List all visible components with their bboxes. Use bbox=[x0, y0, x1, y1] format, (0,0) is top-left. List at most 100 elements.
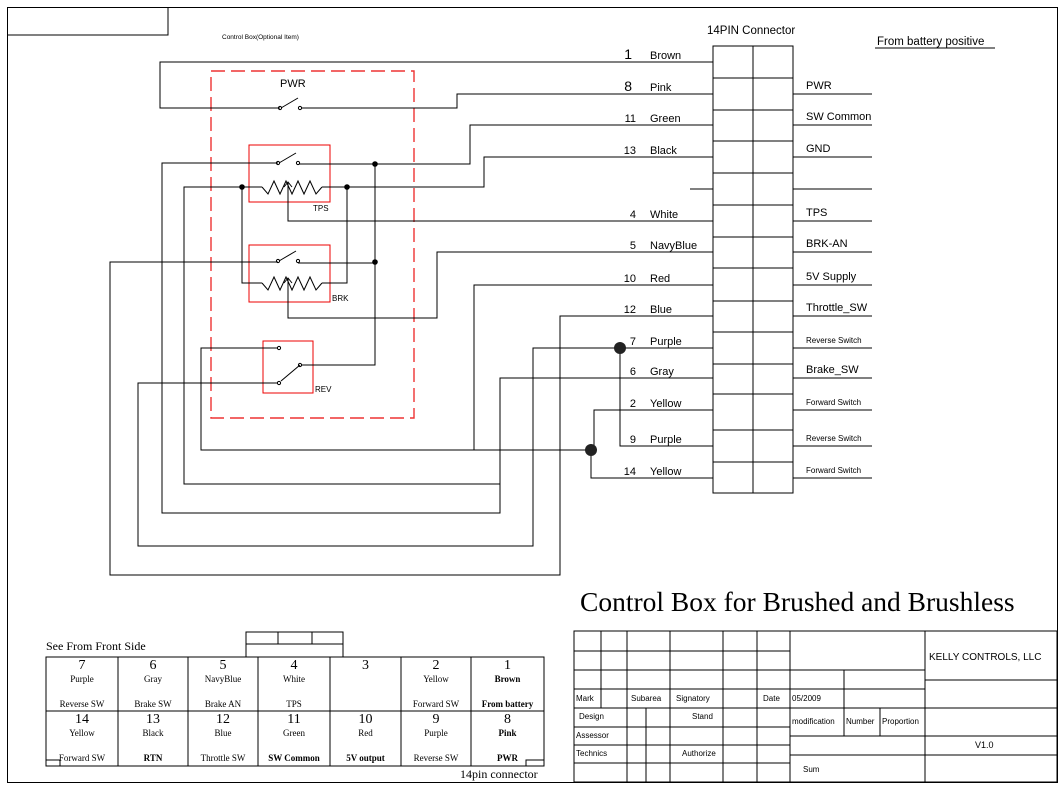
front-pin-number: 5 bbox=[220, 658, 227, 673]
rev-switch-symbol bbox=[276, 345, 303, 386]
brk-switch-symbol bbox=[275, 250, 301, 264]
tps-box bbox=[248, 144, 331, 203]
signal-label: PWR bbox=[806, 80, 832, 92]
front-pin-color: White bbox=[283, 674, 305, 684]
version-label: V1.0 bbox=[975, 740, 994, 750]
tps-potentiometer-symbol bbox=[261, 179, 323, 205]
pin-number: 5 bbox=[630, 240, 636, 252]
tb-modification: modification bbox=[792, 717, 835, 726]
front-caption: See From Front Side bbox=[46, 639, 146, 653]
front-pin-number: 10 bbox=[359, 712, 373, 727]
pin-color: Red bbox=[650, 273, 670, 285]
signal-label: 5V Supply bbox=[806, 271, 857, 283]
pin-color: NavyBlue bbox=[650, 240, 697, 252]
front-footer: 14pin connector bbox=[460, 767, 538, 781]
corner-tab bbox=[8, 8, 169, 36]
rev-box bbox=[262, 340, 314, 394]
front-pin-number: 6 bbox=[150, 658, 157, 673]
tb-date-value: 05/2009 bbox=[792, 694, 821, 703]
front-pin-color: Purple bbox=[424, 728, 448, 738]
front-pin-number: 12 bbox=[216, 712, 230, 727]
front-pin-number: 8 bbox=[504, 712, 511, 727]
tb-stand: Stand bbox=[692, 712, 713, 721]
front-pin-color: Red bbox=[358, 728, 373, 738]
front-pin-function: From battery bbox=[482, 699, 534, 709]
pin-number: 4 bbox=[630, 209, 636, 221]
front-pin-number: 13 bbox=[146, 712, 160, 727]
pin-number: 2 bbox=[630, 398, 636, 410]
pin-color: White bbox=[650, 209, 678, 221]
pin-color: Blue bbox=[650, 304, 672, 316]
front-pin-color: Gray bbox=[144, 674, 162, 684]
front-pin-color: Blue bbox=[215, 728, 232, 738]
pwr-switch-symbol bbox=[277, 97, 303, 111]
tb-authorize: Authorize bbox=[682, 749, 716, 758]
control-box-outline bbox=[210, 70, 415, 419]
tb-subarea: Subarea bbox=[631, 694, 662, 703]
front-pin-number: 14 bbox=[75, 712, 89, 727]
brk-box bbox=[248, 244, 331, 303]
pin-color: Pink bbox=[650, 82, 672, 94]
front-pin-color: Yellow bbox=[69, 728, 95, 738]
signal-label: SW Common bbox=[806, 111, 871, 123]
tps-switch-symbol bbox=[275, 152, 301, 166]
pin-number: 6 bbox=[630, 366, 636, 378]
pin-color: Yellow bbox=[650, 398, 681, 410]
front-pin-number: 3 bbox=[362, 658, 369, 673]
tb-design: Design bbox=[579, 712, 604, 721]
pin-number: 8 bbox=[624, 78, 632, 94]
pin-color: Gray bbox=[650, 366, 674, 378]
front-pin-function: PWR bbox=[497, 753, 518, 763]
title-block bbox=[573, 630, 1058, 783]
signal-label: Forward Switch bbox=[806, 466, 861, 475]
signal-label: Throttle_SW bbox=[806, 302, 868, 314]
brk-potentiometer-symbol bbox=[261, 275, 323, 300]
tb-number: Number bbox=[846, 717, 875, 726]
front-pin-function: Forward SW bbox=[413, 699, 460, 709]
connector-title: 14PIN Connector bbox=[707, 25, 795, 37]
front-pin-function: Reverse SW bbox=[60, 699, 105, 709]
front-pin-function: 5V output bbox=[346, 753, 385, 763]
front-pin-number: 7 bbox=[79, 658, 86, 673]
sheet-border bbox=[7, 7, 1058, 783]
control-box-label: Control Box(Optional Item) bbox=[222, 34, 299, 41]
front-pin-color: Black bbox=[143, 728, 164, 738]
junctions bbox=[239, 161, 626, 456]
signal-label: Reverse Switch bbox=[806, 336, 862, 345]
front-pin-color: Pink bbox=[498, 728, 516, 738]
tb-date: Date bbox=[763, 694, 780, 703]
pin-number: 12 bbox=[624, 304, 636, 316]
signal-label: TPS bbox=[806, 207, 827, 219]
tb-signatory: Signatory bbox=[676, 694, 710, 703]
front-pin-number: 11 bbox=[287, 712, 300, 727]
pin-number: 11 bbox=[625, 113, 636, 125]
front-pin-color: Yellow bbox=[423, 674, 449, 684]
tb-sum: Sum bbox=[803, 765, 820, 774]
pin-number: 14 bbox=[624, 466, 636, 478]
wiring bbox=[109, 47, 995, 576]
tb-proportion: Proportion bbox=[882, 717, 919, 726]
front-pin-number: 1 bbox=[504, 658, 511, 673]
front-pin-number: 4 bbox=[291, 658, 298, 673]
connector-latch bbox=[245, 631, 344, 658]
pwr-switch-label: PWR bbox=[280, 78, 306, 90]
front-pin-function: Brake AN bbox=[205, 699, 242, 709]
pin-number: 9 bbox=[630, 434, 636, 446]
front-pin-color: Purple bbox=[70, 674, 94, 684]
front-pin-function: SW Common bbox=[268, 753, 320, 763]
front-pin-function: TPS bbox=[286, 699, 302, 709]
brk-switch-label: BRK bbox=[332, 294, 349, 303]
tb-mark: Mark bbox=[576, 694, 595, 703]
front-pin-number: 2 bbox=[433, 658, 440, 673]
front-pin-color: Brown bbox=[495, 674, 521, 684]
company-name: KELLY CONTROLS, LLC bbox=[929, 652, 1041, 663]
tb-technics: Technics bbox=[576, 749, 607, 758]
pin-color: Green bbox=[650, 113, 681, 125]
signal-label: Brake_SW bbox=[806, 364, 859, 376]
front-pin-color: Green bbox=[283, 728, 305, 738]
front-pin-function: Forward SW bbox=[59, 753, 106, 763]
pin-number: 1 bbox=[624, 46, 632, 62]
pin-number: 7 bbox=[630, 336, 636, 348]
